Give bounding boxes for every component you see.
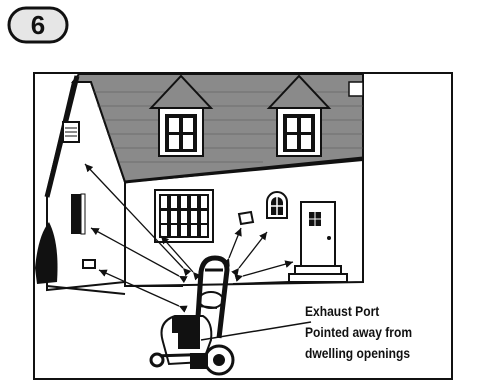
callout-line-1: Exhaust Port [305,303,380,319]
side-window [71,194,83,234]
house-illustration [35,73,364,295]
step-number-badge: 6 [7,6,69,44]
callout-leader-line [200,321,312,341]
front-window [154,189,214,243]
exhaust-port-callout: Exhaust Port Pointed away from dwelling … [305,301,453,364]
bush [35,222,58,284]
dormer-left [148,74,214,157]
callout-line-2: Pointed away from [305,324,413,340]
step-number: 6 [31,10,45,40]
door [300,201,336,267]
pressure-washer-icon [149,255,235,376]
arched-window [266,191,288,219]
illustration-frame [33,72,453,380]
arrow-icon [84,163,294,313]
dormer-right [266,74,332,157]
callout-line-3: dwelling openings [305,345,411,361]
